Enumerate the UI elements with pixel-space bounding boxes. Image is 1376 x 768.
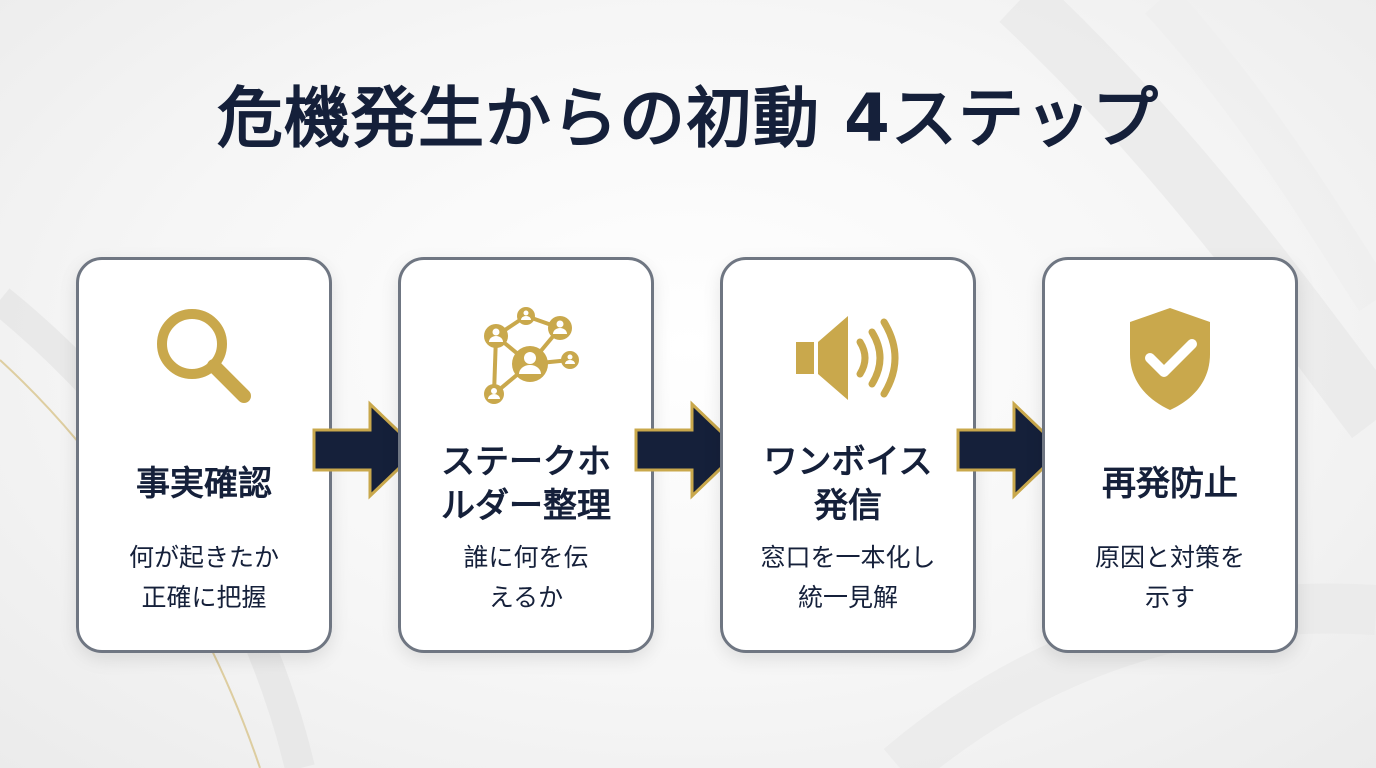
arrow-right-icon (956, 400, 1066, 500)
step-description: 原因と対策を 示す (1094, 543, 1245, 612)
arrow-right-icon (312, 400, 422, 500)
step-heading: ステークホ ルダー整理 (441, 442, 611, 526)
step-description: 窓口を一本化し 統一見解 (760, 543, 936, 612)
page-title: 危機発生からの初動 4ステップ (217, 80, 1159, 157)
arrow-right-icon (634, 400, 744, 500)
step-description: 誰に何を伝 えるか (463, 543, 589, 612)
speaker-icon (788, 298, 908, 418)
step-heading: 再発防止 (1102, 464, 1238, 504)
step-card-one-voice: ワンボイス 発信 窓口を一本化し 統一見解 (720, 257, 976, 653)
step-card-prevention: 再発防止 原因と対策を 示す (1042, 257, 1298, 653)
step-card-fact-check: 事実確認 何が起きたか 正確に把握 (76, 257, 332, 653)
shield-check-icon (1110, 298, 1230, 418)
stakeholder-network-icon (466, 298, 586, 418)
step-heading: ワンボイス 発信 (763, 442, 933, 526)
step-card-stakeholder: ステークホ ルダー整理 誰に何を伝 えるか (398, 257, 654, 653)
step-description: 何が起きたか 正確に把握 (128, 543, 279, 612)
magnifier-icon (144, 298, 264, 418)
step-heading: 事実確認 (136, 464, 272, 504)
